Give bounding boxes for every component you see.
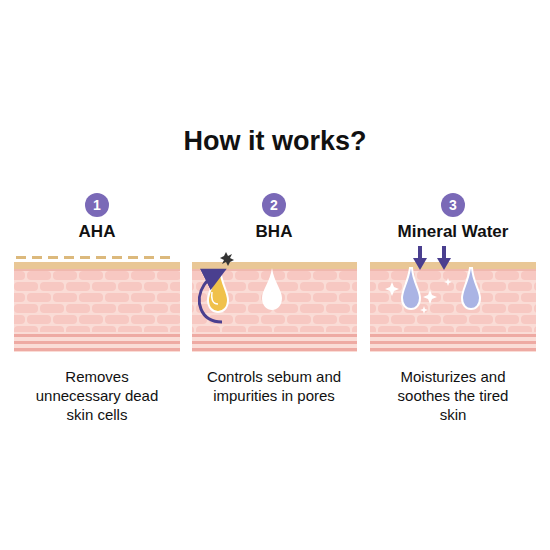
step-caption: Controls sebum and impurities in pores	[199, 368, 349, 406]
step-circle: 2	[262, 193, 286, 217]
step-circle: 1	[85, 193, 109, 217]
callout-number: 1	[93, 197, 101, 213]
diagram-title: How it works?	[75, 126, 475, 157]
step-caption: Moisturizes and soothes the tired skin	[383, 368, 523, 424]
step-heading: AHA	[79, 222, 116, 242]
step-heading: Mineral Water	[398, 222, 509, 242]
step-circle: 3	[441, 193, 465, 217]
step-heading: BHA	[256, 222, 293, 242]
step-caption: Removes unnecessary dead skin cells	[27, 368, 167, 424]
callout-number: 3	[449, 197, 457, 213]
callout-number: 2	[270, 197, 278, 213]
